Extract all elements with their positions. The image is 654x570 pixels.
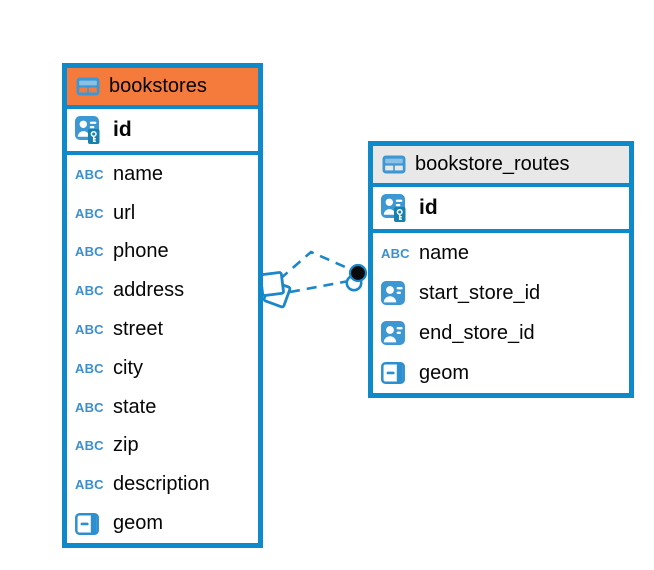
table-header[interactable]: bookstore_routes — [373, 146, 629, 183]
column-name: name — [113, 162, 164, 185]
text-type-icon: ABC — [75, 244, 104, 260]
text-type-icon: ABC — [75, 438, 104, 454]
column-name: street — [113, 318, 164, 341]
column-row[interactable]: end_store_id — [373, 313, 629, 353]
column-row[interactable]: geom — [67, 504, 258, 543]
column-name: id — [113, 118, 132, 141]
relationship-link[interactable] — [259, 250, 368, 309]
column-row[interactable]: ABC state — [67, 388, 258, 427]
column-name: geom — [113, 512, 164, 535]
table-header[interactable]: bookstores — [67, 68, 258, 105]
column-name: geom — [419, 361, 470, 384]
geometry-type-icon — [75, 512, 103, 535]
relationship-many-marker-diamonds[interactable] — [259, 271, 292, 309]
text-type-icon: ABC — [75, 322, 104, 338]
relationship-one-marker-circles[interactable] — [345, 263, 368, 292]
text-type-icon: ABC — [75, 360, 104, 376]
foreign-key-icon — [381, 321, 409, 345]
column-name: zip — [113, 434, 139, 457]
column-name: city — [113, 356, 143, 379]
column-name: phone — [113, 240, 169, 263]
column-name: end_store_id — [419, 321, 535, 344]
column-row[interactable]: ABC url — [67, 194, 258, 233]
row-separator — [67, 151, 258, 155]
foreign-key-icon — [381, 281, 409, 305]
text-type-icon: ABC — [75, 166, 104, 182]
relationship-line-lower[interactable] — [289, 279, 350, 294]
text-type-icon: ABC — [381, 245, 410, 261]
text-type-icon: ABC — [75, 283, 104, 299]
column-row[interactable]: ABC description — [67, 465, 258, 504]
relationship-line-upper[interactable] — [279, 250, 353, 280]
table-icon — [76, 77, 100, 96]
column-name: url — [113, 201, 136, 224]
column-row[interactable]: id — [67, 109, 258, 151]
column-row[interactable]: geom — [373, 353, 629, 393]
column-row[interactable]: ABC city — [67, 349, 258, 388]
table-node-bookstore-routes[interactable]: bookstore_routes id ABC — [368, 141, 634, 398]
column-name: state — [113, 395, 157, 418]
row-separator — [373, 229, 629, 233]
table-icon — [382, 155, 406, 174]
column-name: id — [419, 196, 438, 219]
table-node-bookstores[interactable]: bookstores id ABC n — [62, 63, 263, 548]
primary-key-icon — [381, 193, 409, 223]
table-title: bookstore_routes — [415, 153, 570, 175]
column-name: description — [113, 473, 210, 496]
text-type-icon: ABC — [75, 399, 104, 415]
column-row[interactable]: ABC phone — [67, 233, 258, 272]
text-type-icon: ABC — [75, 477, 104, 493]
column-name: name — [419, 241, 470, 264]
column-row[interactable]: ABC zip — [67, 427, 258, 466]
column-row[interactable]: id — [373, 187, 629, 229]
column-row[interactable]: start_store_id — [373, 273, 629, 313]
text-type-icon: ABC — [75, 205, 104, 221]
column-row[interactable]: ABC street — [67, 310, 258, 349]
primary-key-icon — [75, 115, 103, 145]
table-title: bookstores — [109, 75, 207, 97]
column-name: start_store_id — [419, 281, 541, 304]
column-row[interactable]: ABC name — [67, 155, 258, 194]
geometry-type-icon — [381, 362, 409, 384]
column-row[interactable]: ABC address — [67, 271, 258, 310]
row-separator — [373, 183, 629, 187]
column-row[interactable]: ABC name — [373, 233, 629, 273]
row-separator — [67, 105, 258, 109]
column-name: address — [113, 279, 185, 302]
